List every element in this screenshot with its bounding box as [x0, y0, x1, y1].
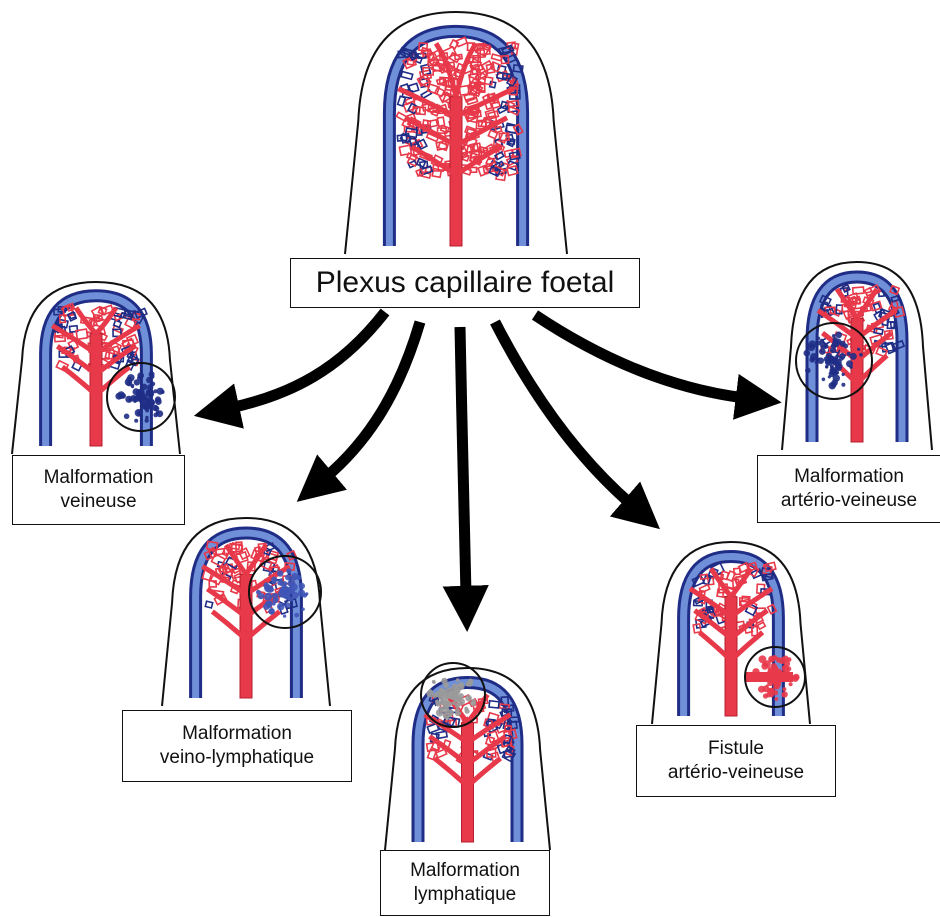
label-arterio-veineuse-line1: Malformation: [794, 465, 904, 489]
plexus-villus-illustration: [345, 12, 567, 254]
veno-lymphatic-malformation-illustration: [162, 518, 330, 706]
venous-malformation-illustration: [12, 282, 180, 454]
label-veino-lymphatique-line1: Malformation: [182, 722, 292, 746]
center-label: Plexus capillaire foetal: [290, 258, 640, 308]
av-malformation-illustration: [782, 262, 932, 450]
center-label-text: Plexus capillaire foetal: [316, 264, 615, 302]
arrow-to-arterio-veineuse: [535, 315, 745, 398]
label-veino-lymphatique-line2: veino-lymphatique: [160, 746, 314, 770]
label-arterio-veineuse-line2: artério-veineuse: [781, 489, 917, 513]
label-fistule-line1: Fistule: [708, 737, 764, 761]
lymphatic-malformation-illustration: [385, 663, 550, 850]
label-lymphatique-line1: Malformation: [410, 859, 520, 883]
arrow-to-fistule: [495, 322, 632, 505]
label-lymphatique-line2: lymphatique: [414, 883, 516, 907]
label-arterio-veineuse: Malformation artério-veineuse: [757, 455, 940, 523]
label-veino-lymphatique: Malformation veino-lymphatique: [122, 710, 352, 782]
av-fistula-illustration: [652, 542, 810, 724]
arrow-to-lymphatique: [460, 327, 466, 595]
arrow-to-veino-lymphatique: [325, 322, 420, 478]
label-lymphatique: Malformation lymphatique: [380, 850, 550, 916]
arrow-to-veineuse: [230, 312, 385, 408]
label-veineuse-line1: Malformation: [44, 466, 154, 490]
label-fistule-line2: artério-veineuse: [668, 761, 804, 785]
label-veineuse: Malformation veineuse: [12, 455, 185, 525]
label-veineuse-line2: veineuse: [60, 490, 136, 514]
label-fistule: Fistule artério-veineuse: [636, 725, 836, 797]
